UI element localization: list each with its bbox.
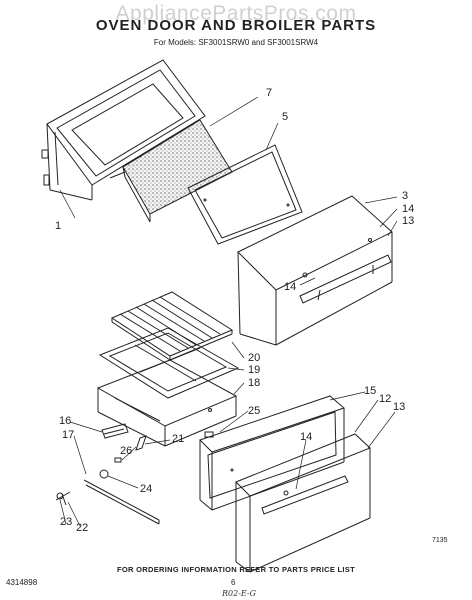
broiler-grid [110,291,234,361]
callout-19: 19 [248,364,261,376]
callout-16: 16 [59,415,72,427]
callout-24: 24 [140,483,153,495]
callout-25: 25 [248,405,261,417]
callout-20: 20 [248,352,261,364]
callout-23: 23 [60,516,73,528]
handwritten-note: R02-E-G [222,589,256,598]
ordering-footer: FOR ORDERING INFORMATION REFER TO PARTS … [117,565,355,574]
page-title: OVEN DOOR AND BROILER PARTS [95,17,377,34]
callout-12: 12 [379,393,392,405]
drawer-roller [55,491,71,506]
callout-3: 3 [402,190,409,202]
document-number: 4314898 [6,578,38,587]
callout-13-door: 13 [402,215,415,227]
door-glass-panel [187,144,303,245]
insulation-blanket [122,119,233,223]
drawer-bracket [101,423,147,463]
callout-14-broiler: 14 [300,431,313,443]
broiler-outer-door [235,433,371,573]
broiler-door-inner [199,395,345,511]
callout-21: 21 [172,433,185,445]
callout-7: 7 [266,87,273,99]
callout-5: 5 [282,111,289,123]
broiler-drawer [96,359,238,447]
callout-15: 15 [364,385,377,397]
page-subtitle: For Models: SF3001SRW0 and SF3001SRW4 [153,38,319,47]
callout-14-door: 14 [402,203,415,215]
callout-13-broiler: 13 [393,401,406,413]
callout-14-handle: 14 [284,281,297,293]
callout-18: 18 [248,377,261,389]
outer-door [237,195,393,346]
callout-1: 1 [55,220,62,232]
drawer-glide [83,469,160,525]
callout-22: 22 [76,522,89,534]
page-number: 6 [231,578,236,587]
callout-17: 17 [62,429,75,441]
callout-26: 26 [120,445,133,457]
inner-door-frame [41,59,206,201]
broiler-pan [98,327,240,399]
figure-code: 7135 [432,537,448,544]
